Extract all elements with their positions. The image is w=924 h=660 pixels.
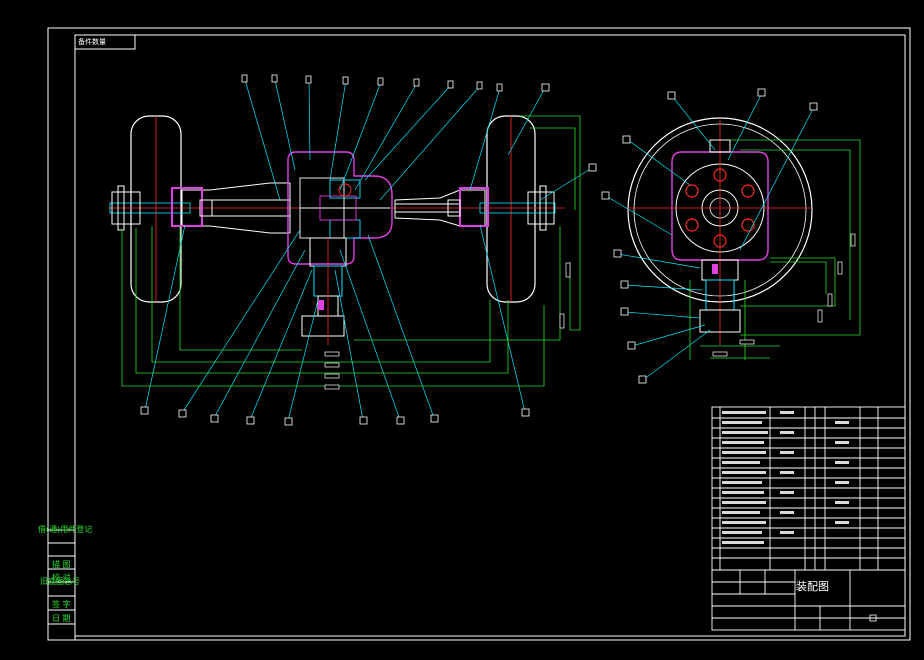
bottom-balloons <box>140 406 530 426</box>
corner-tag: 备件数量 <box>78 38 106 46</box>
top-balloons <box>241 74 597 172</box>
title-block <box>711 569 906 631</box>
axle-side-view <box>601 88 861 384</box>
top-leaders <box>244 79 593 201</box>
side-pinion <box>699 259 741 333</box>
main-view-dimensions <box>121 115 581 387</box>
side-label-1: 借(通)用件登记 <box>38 525 93 534</box>
sheet-number-box <box>869 614 877 622</box>
inner-border <box>74 34 906 637</box>
differential-internals <box>299 177 390 239</box>
differential-housing <box>287 151 393 265</box>
bottom-leaders <box>144 224 526 422</box>
side-label-3: 描 图 <box>52 560 71 569</box>
side-label-5: 旧底图总号 <box>40 577 80 586</box>
side-label-7: 签 字 <box>52 600 71 609</box>
dimension-texts <box>324 262 571 390</box>
side-leaders <box>605 92 815 381</box>
half-shafts <box>109 202 556 214</box>
side-dimensions <box>689 139 861 360</box>
side-dimension-texts <box>712 233 856 357</box>
side-label-4: 校 对 <box>52 573 71 582</box>
corner-tag-box <box>74 34 136 50</box>
side-label-8: 日 期 <box>52 614 71 623</box>
right-hub <box>447 185 555 231</box>
housing-cover <box>671 151 769 261</box>
side-margin-table <box>47 529 76 641</box>
top-boss <box>709 139 731 153</box>
left-wheel <box>130 115 182 303</box>
drawing-title: 装配图 <box>796 580 829 593</box>
side-balloons <box>601 88 818 384</box>
input-pinion-shaft <box>301 237 347 345</box>
axle-main-view <box>108 74 597 426</box>
parts-list-entries <box>722 411 849 544</box>
left-hub <box>111 185 213 231</box>
outer-border <box>47 27 911 641</box>
